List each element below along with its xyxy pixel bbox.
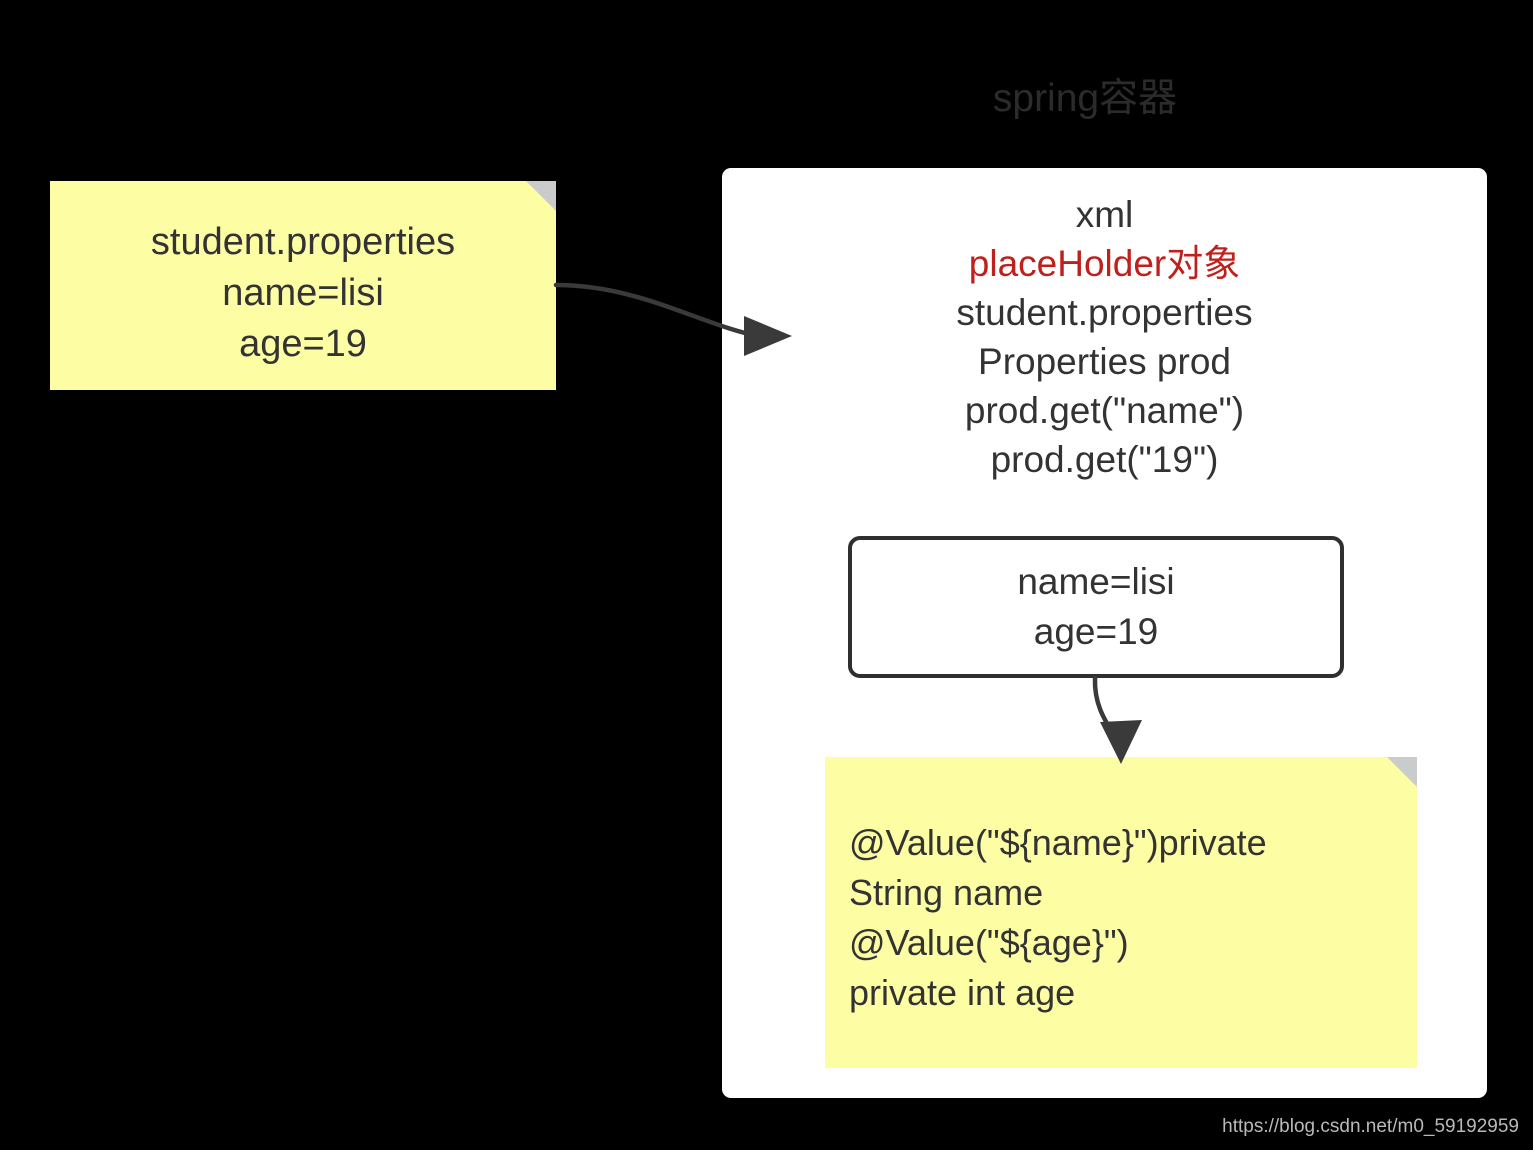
properties-note-body: student.properties name=lisi age=19 [50, 217, 556, 370]
resolved-values-box: name=lisi age=19 [848, 536, 1344, 678]
properties-note-line-age: age=19 [239, 323, 367, 365]
container-text-line-properties-prod: Properties prod [978, 341, 1231, 382]
annotation-note-line-value-age: @Value("${age}") [849, 922, 1129, 963]
watermark: https://blog.csdn.net/m0_59192959 [1222, 1116, 1519, 1137]
value-annotation-note: @Value("${name}")private String name @Va… [825, 757, 1417, 1068]
values-box-line-name: name=lisi [1017, 561, 1175, 602]
container-text-line-placeholder: placeHolder对象 [968, 243, 1241, 284]
annotation-note-line-value-name: @Value("${name}")private [849, 822, 1267, 863]
page-title: spring容器 [992, 77, 1178, 120]
values-box-line-age: age=19 [1033, 611, 1159, 652]
properties-note-line-name: name=lisi [222, 272, 384, 314]
container-text-line-prod-get-name: prod.get("name") [964, 390, 1245, 431]
note-fold-corner-icon [526, 181, 556, 211]
properties-note-line-filename: student.properties [150, 221, 456, 263]
container-text-block: xml placeHolder对象 student.properties Pro… [722, 190, 1487, 484]
container-text-line-prod-get-19: prod.get("19") [990, 439, 1219, 480]
note-fold-corner-icon [1387, 757, 1417, 787]
container-text-line-student-properties: student.properties [956, 292, 1253, 333]
annotation-note-line-int-age: private int age [849, 972, 1076, 1013]
properties-file-note: student.properties name=lisi age=19 [50, 181, 556, 390]
container-text-line-xml: xml [1075, 194, 1134, 235]
annotation-note-body: @Value("${name}")private String name @Va… [849, 818, 1401, 1018]
annotation-note-line-string-name: String name [849, 872, 1044, 913]
